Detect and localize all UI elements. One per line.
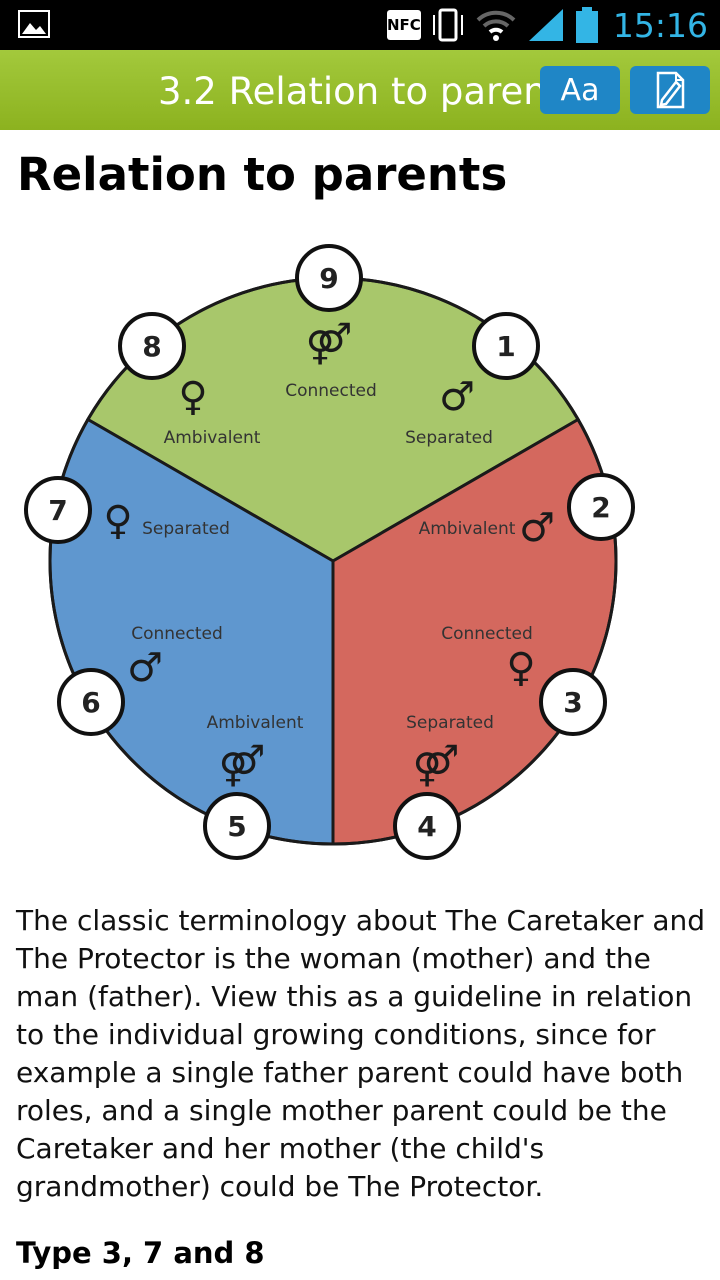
point-6-number: 6 xyxy=(81,686,100,719)
point-1-label: Separated xyxy=(405,428,493,448)
point-7-label: Separated xyxy=(142,519,230,539)
point-1-gender-icon: ♂ xyxy=(439,374,475,420)
point-3-number: 3 xyxy=(563,686,582,719)
status-bar: NFC 15:16 xyxy=(0,0,720,50)
point-2-gender-icon: ♂ xyxy=(519,505,555,551)
point-9-number: 9 xyxy=(319,262,338,295)
point-5-label: Ambivalent xyxy=(207,713,304,733)
point-6-gender-icon: ♂ xyxy=(127,645,163,691)
vibrate-icon xyxy=(432,8,463,42)
point-2-number: 2 xyxy=(591,491,610,524)
enneagram-diagram: 9⚤Connected1♂Separated2♂Ambivalent3♀Conn… xyxy=(24,244,635,860)
point-7-gender-icon: ♀ xyxy=(103,498,132,544)
edit-button[interactable] xyxy=(630,66,710,114)
point-4-label: Separated xyxy=(406,713,494,733)
point-8-gender-icon: ♀ xyxy=(178,374,207,420)
diagram-points: 9⚤Connected1♂Separated2♂Ambivalent3♀Conn… xyxy=(24,244,635,860)
app-bar: 3.2 Relation to parents Aa xyxy=(0,50,720,130)
battery-icon xyxy=(575,7,598,43)
wifi-icon xyxy=(476,10,516,41)
point-1-number: 1 xyxy=(496,330,515,363)
point-5-circle xyxy=(203,792,271,860)
point-2-circle xyxy=(567,473,635,541)
point-4-number: 4 xyxy=(417,810,436,843)
body-paragraph: The classic terminology about The Careta… xyxy=(16,904,706,1203)
page-title: Relation to parents xyxy=(17,148,508,201)
section-heading: Type 3, 7 and 8 xyxy=(16,1236,265,1270)
point-9-label: Connected xyxy=(285,381,377,401)
point-3-gender-icon: ♀ xyxy=(506,645,535,691)
point-6-circle xyxy=(57,668,125,736)
point-5-gender-icon: ⚤ xyxy=(219,743,266,789)
image-notification-icon xyxy=(18,10,50,38)
point-8-number: 8 xyxy=(142,330,161,363)
point-8-label: Ambivalent xyxy=(164,428,261,448)
point-7-circle xyxy=(24,476,92,544)
nfc-icon: NFC xyxy=(386,10,421,40)
point-2-label: Ambivalent xyxy=(419,519,516,539)
clock: 15:16 xyxy=(612,5,708,45)
point-3-label: Connected xyxy=(441,624,533,644)
point-7-number: 7 xyxy=(48,494,67,527)
point-8-circle xyxy=(118,312,186,380)
point-1-circle xyxy=(472,312,540,380)
point-3-circle xyxy=(539,668,607,736)
app-bar-title: 3.2 Relation to parents xyxy=(158,70,540,113)
point-9-circle xyxy=(295,244,363,312)
font-size-button[interactable]: Aa xyxy=(540,66,620,114)
signal-icon xyxy=(528,9,563,41)
status-icons: NFC 15:16 xyxy=(386,0,708,50)
edit-document-icon xyxy=(656,71,685,109)
point-5-number: 5 xyxy=(227,810,246,843)
point-4-gender-icon: ⚤ xyxy=(413,743,460,789)
point-6-label: Connected xyxy=(131,624,223,644)
point-9-gender-icon: ⚤ xyxy=(306,321,353,367)
point-4-circle xyxy=(393,792,461,860)
